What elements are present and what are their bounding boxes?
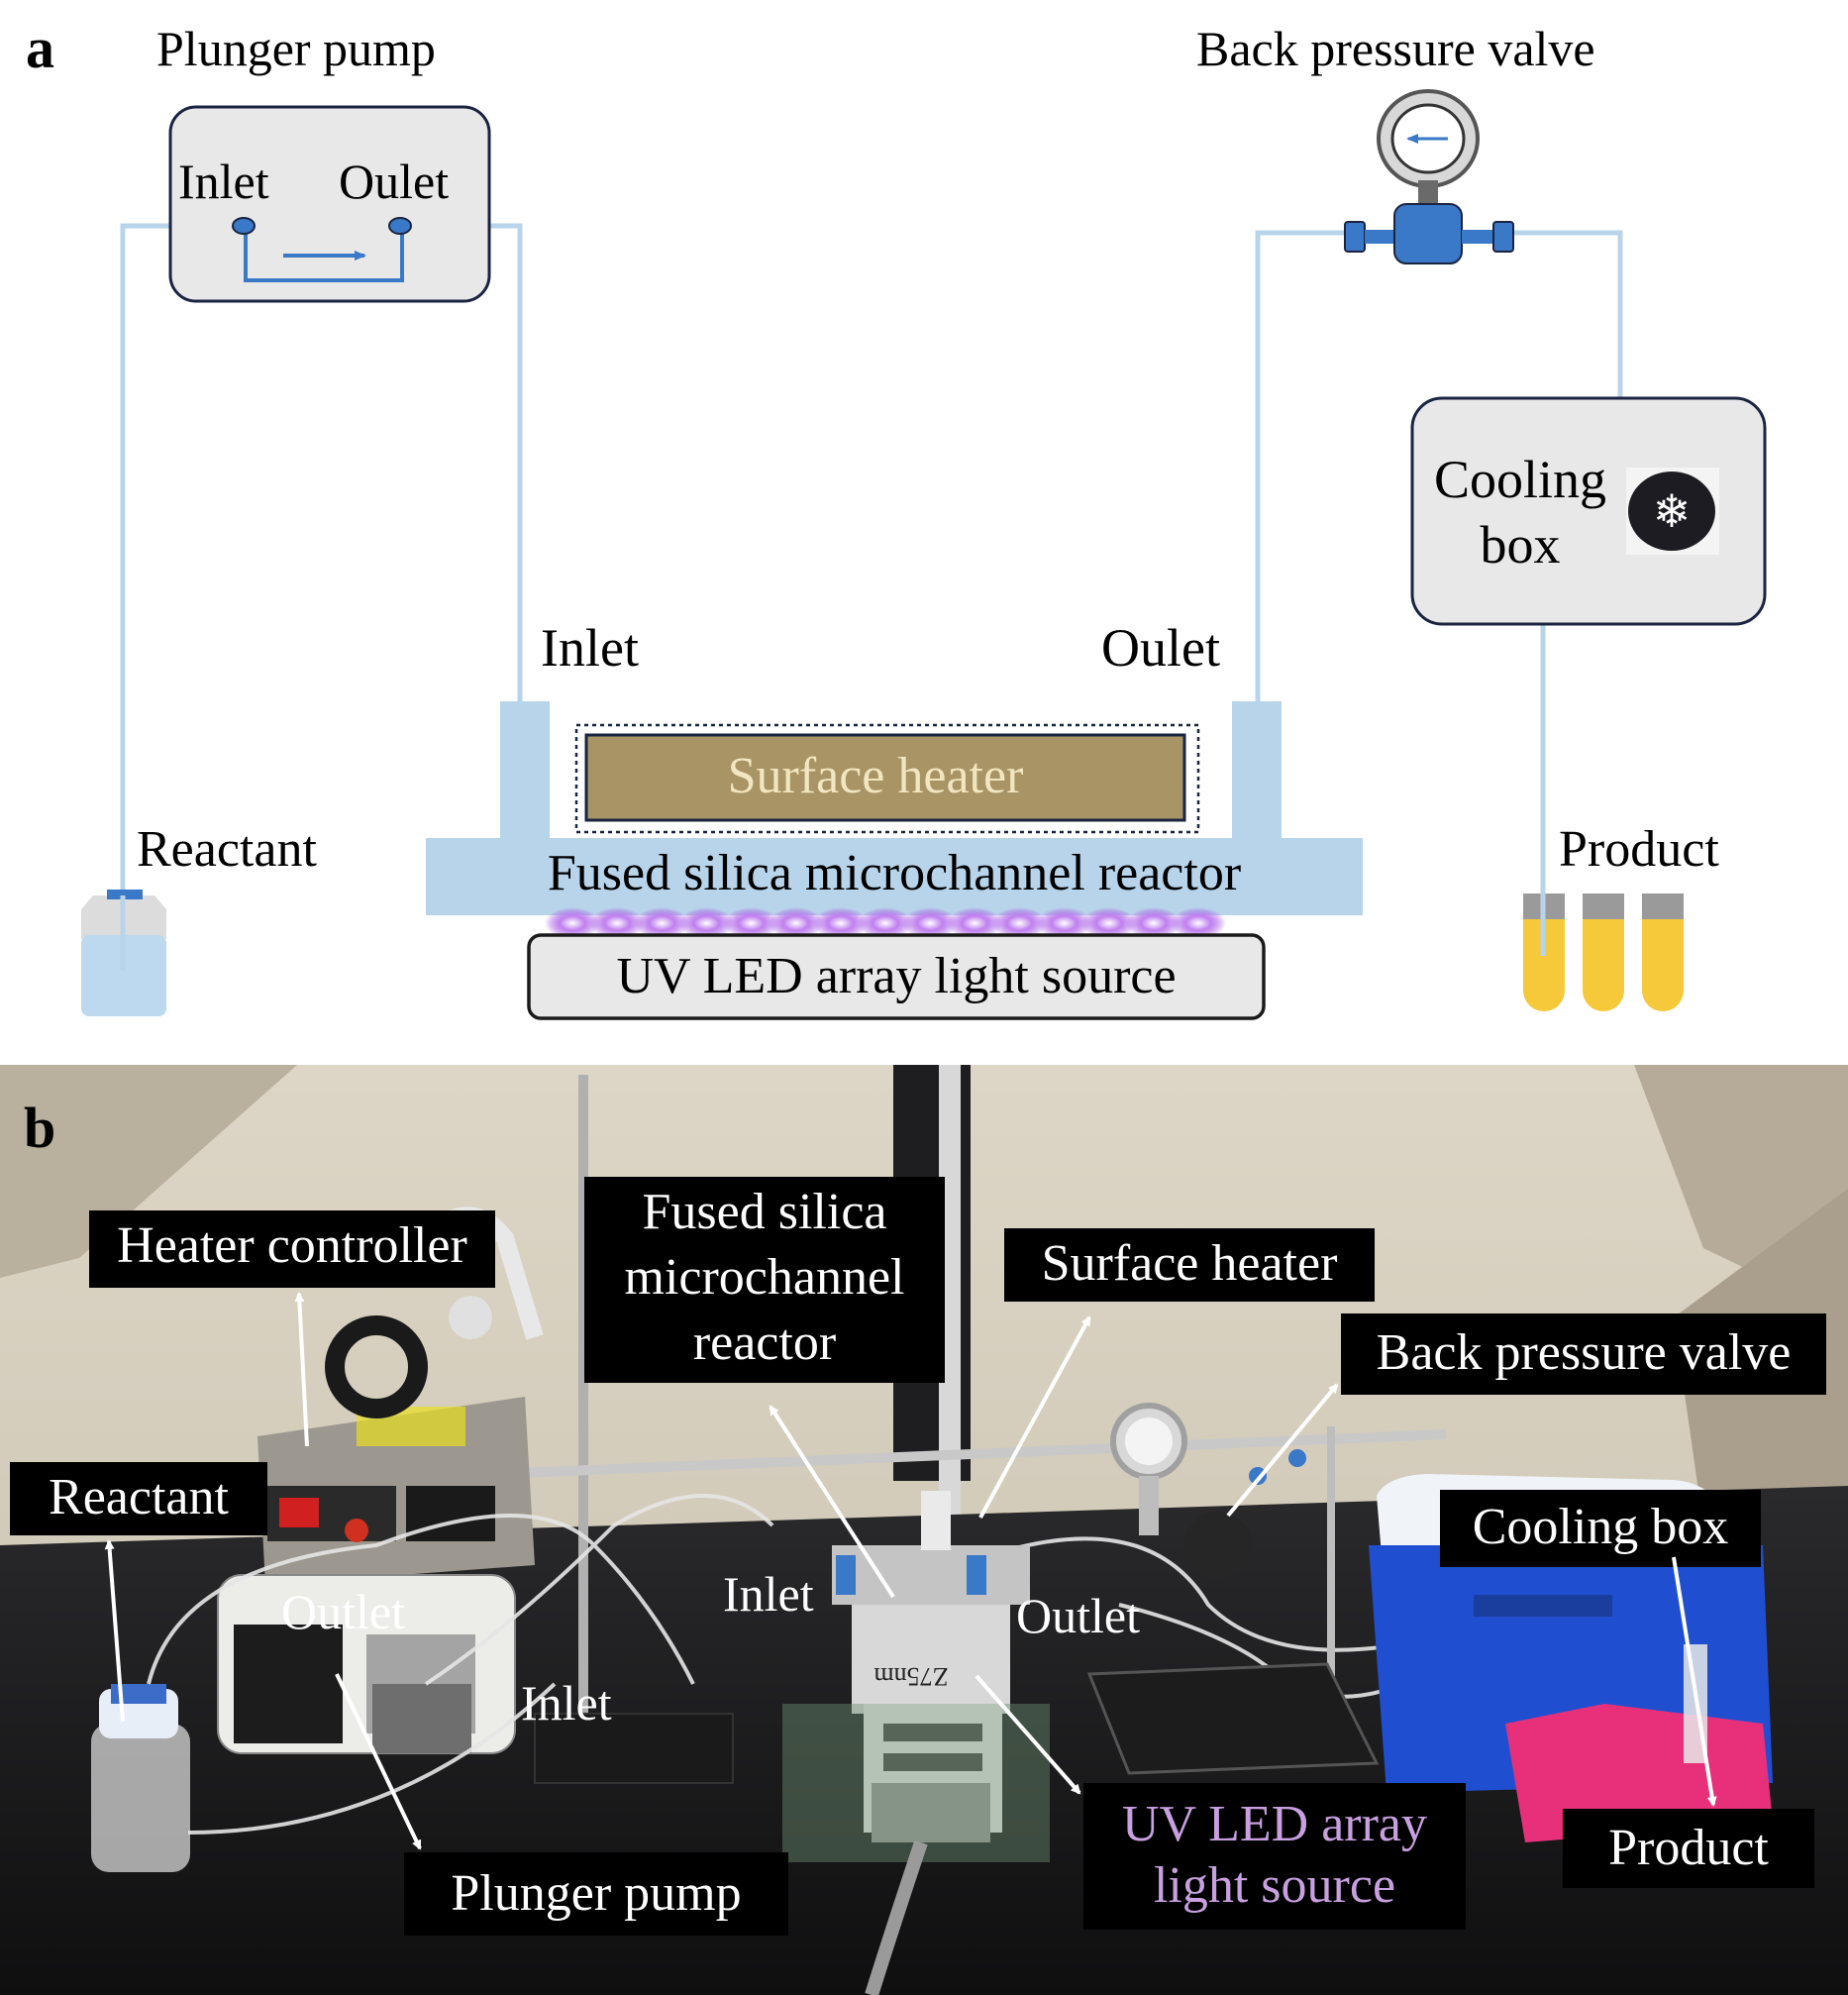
uv-led-dot bbox=[858, 907, 913, 939]
heater-controller-label: Heater controller bbox=[117, 1217, 467, 1274]
uv-led-dot bbox=[1036, 907, 1092, 939]
uv-led-glow bbox=[545, 907, 1226, 939]
back-pressure-valve-label-bg bbox=[1341, 1313, 1826, 1395]
uv-light-source-label-line2: light source bbox=[1154, 1857, 1395, 1914]
svg-text:❄: ❄ bbox=[1653, 484, 1692, 538]
surface-heater-label: Surface heater bbox=[728, 748, 1024, 804]
reactor-label: Fused silica microchannel reactor bbox=[548, 845, 1241, 901]
uv-light-source-label-line1: UV LED array bbox=[1122, 1796, 1427, 1852]
heater-controller-label-bg bbox=[89, 1210, 495, 1288]
reactor-label-line1: Fused silica bbox=[643, 1184, 887, 1240]
uv-light-source-label-bg bbox=[1083, 1783, 1466, 1930]
uv-light-source-label: UV LED array light source bbox=[616, 948, 1176, 1004]
pump-outlet-label: Oulet bbox=[339, 154, 449, 209]
uv-led-dot bbox=[589, 907, 646, 939]
reactor-outlet-label: Oulet bbox=[1101, 618, 1220, 678]
snowflake-icon: ❄ bbox=[1626, 468, 1719, 555]
pump-inlet-port bbox=[232, 217, 256, 235]
reactant-label: Reactant bbox=[137, 821, 317, 878]
panel-b-letter: b bbox=[24, 1096, 55, 1160]
reactor-outlet-pillar bbox=[1232, 701, 1282, 838]
heater-dotted-frame bbox=[574, 723, 1200, 834]
panel-b-photo bbox=[0, 1065, 1848, 1995]
product-vials-icon bbox=[1523, 892, 1684, 1011]
pump-internal-channel bbox=[244, 226, 404, 282]
module-marking: Z75nm bbox=[873, 1662, 948, 1691]
reactant-label-b: Reactant bbox=[49, 1469, 229, 1525]
uv-led-dot bbox=[1125, 907, 1181, 939]
product-label-bg bbox=[1563, 1809, 1814, 1888]
panel-b-labels: b Heater controller Fused silica microch… bbox=[10, 1096, 1826, 1936]
product-label: Product bbox=[1559, 821, 1719, 878]
microchannel-reactor bbox=[426, 838, 1363, 915]
cooling-box-label-line2: box bbox=[1481, 515, 1561, 575]
uv-led-dot bbox=[991, 907, 1048, 939]
cooling-box-label-bg bbox=[1440, 1490, 1761, 1567]
panel-a: a Plunger pump Inlet Oulet Back pressure… bbox=[26, 16, 1767, 1020]
cooling-box-label-b: Cooling box bbox=[1473, 1499, 1729, 1555]
reactor-assembly bbox=[782, 1491, 1050, 1995]
reactor-label-line2: microchannel bbox=[625, 1249, 905, 1306]
reactor-inlet-pillar bbox=[500, 701, 550, 838]
pump-outlet-label-b: Outlet bbox=[281, 1584, 405, 1639]
reactor-inlet-label: Inlet bbox=[541, 618, 639, 678]
plunger-pump-label-b: Plunger pump bbox=[451, 1865, 741, 1922]
uv-led-dot bbox=[723, 907, 779, 939]
reactor-inlet-label-b: Inlet bbox=[723, 1566, 814, 1622]
product-label-b: Product bbox=[1608, 1820, 1769, 1876]
surface-heater-label-bg bbox=[1004, 1228, 1375, 1302]
pump-inlet-label-b: Inlet bbox=[521, 1675, 612, 1731]
uv-led-dot bbox=[634, 907, 690, 939]
uv-led-dot bbox=[1080, 907, 1137, 939]
reactant-label-bg bbox=[10, 1462, 267, 1535]
panel-a-letter: a bbox=[26, 16, 54, 80]
plunger-pump-box bbox=[168, 105, 491, 303]
reactor-label-line3: reactor bbox=[693, 1314, 836, 1371]
uv-led-dot bbox=[812, 907, 869, 939]
uv-led-dot bbox=[768, 907, 824, 939]
reactor-label-bg bbox=[584, 1177, 945, 1383]
back-pressure-valve-title: Back pressure valve bbox=[1196, 21, 1595, 76]
reactor-outlet-label-b: Outlet bbox=[1016, 1588, 1140, 1643]
uv-led-dot bbox=[947, 907, 1003, 939]
uv-light-source bbox=[527, 933, 1266, 1020]
reactant-bottle-photo bbox=[91, 1684, 190, 1872]
uv-led-dot bbox=[1171, 907, 1226, 939]
back-pressure-valve-label-b: Back pressure valve bbox=[1377, 1324, 1792, 1381]
plunger-pump-device bbox=[217, 1574, 516, 1754]
plunger-pump-label-bg bbox=[404, 1852, 788, 1936]
uv-led-dot bbox=[678, 907, 735, 939]
back-pressure-valve-photo bbox=[1110, 1403, 1335, 1708]
label-arrows bbox=[104, 1292, 1717, 1850]
surface-heater bbox=[584, 733, 1186, 822]
pump-inlet-label: Inlet bbox=[178, 154, 269, 209]
plunger-pump-title: Plunger pump bbox=[156, 21, 436, 76]
surface-heater-label-b: Surface heater bbox=[1042, 1235, 1338, 1292]
uv-led-dot bbox=[545, 907, 600, 939]
uv-led-dot bbox=[902, 907, 959, 939]
pump-outlet-port bbox=[388, 217, 412, 235]
cooling-box-label-line1: Cooling bbox=[1434, 450, 1606, 509]
reactant-bottle-icon bbox=[81, 890, 166, 1016]
cooling-box bbox=[1410, 396, 1767, 626]
back-pressure-valve-icon bbox=[1344, 89, 1514, 264]
